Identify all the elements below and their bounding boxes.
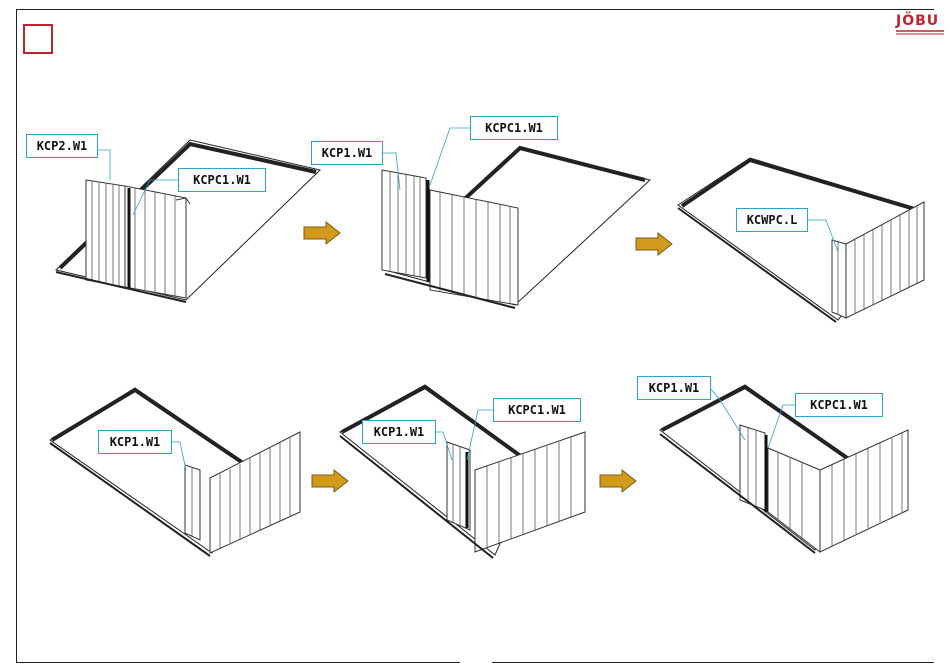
arrow-3 — [312, 470, 348, 492]
panel-3 — [678, 158, 924, 322]
arrow-2 — [636, 233, 672, 255]
panel-2 — [382, 128, 650, 308]
panel-1 — [56, 140, 320, 302]
label-p2-wall-panel: KCP1.W1 — [311, 141, 383, 165]
label-p5-wall-panel: KCP1.W1 — [362, 420, 436, 444]
label-p2-corner-post: KCPC1.W1 — [470, 116, 558, 140]
label-p6-corner-post: KCPC1.W1 — [795, 393, 883, 417]
arrow-1 — [304, 222, 340, 244]
panel-4 — [50, 388, 300, 556]
label-p4-wall-panel: KCP1.W1 — [98, 430, 172, 454]
label-p5-corner-post: KCPC1.W1 — [493, 398, 581, 422]
arrow-4 — [600, 470, 636, 492]
label-p1-corner-post: KCPC1.W1 — [178, 168, 266, 192]
label-p6-wall-panel: KCP1.W1 — [637, 376, 711, 400]
label-p3-corner: KCWPC.L — [736, 208, 808, 232]
label-p1-wall-panel: KCP2.W1 — [26, 134, 98, 158]
